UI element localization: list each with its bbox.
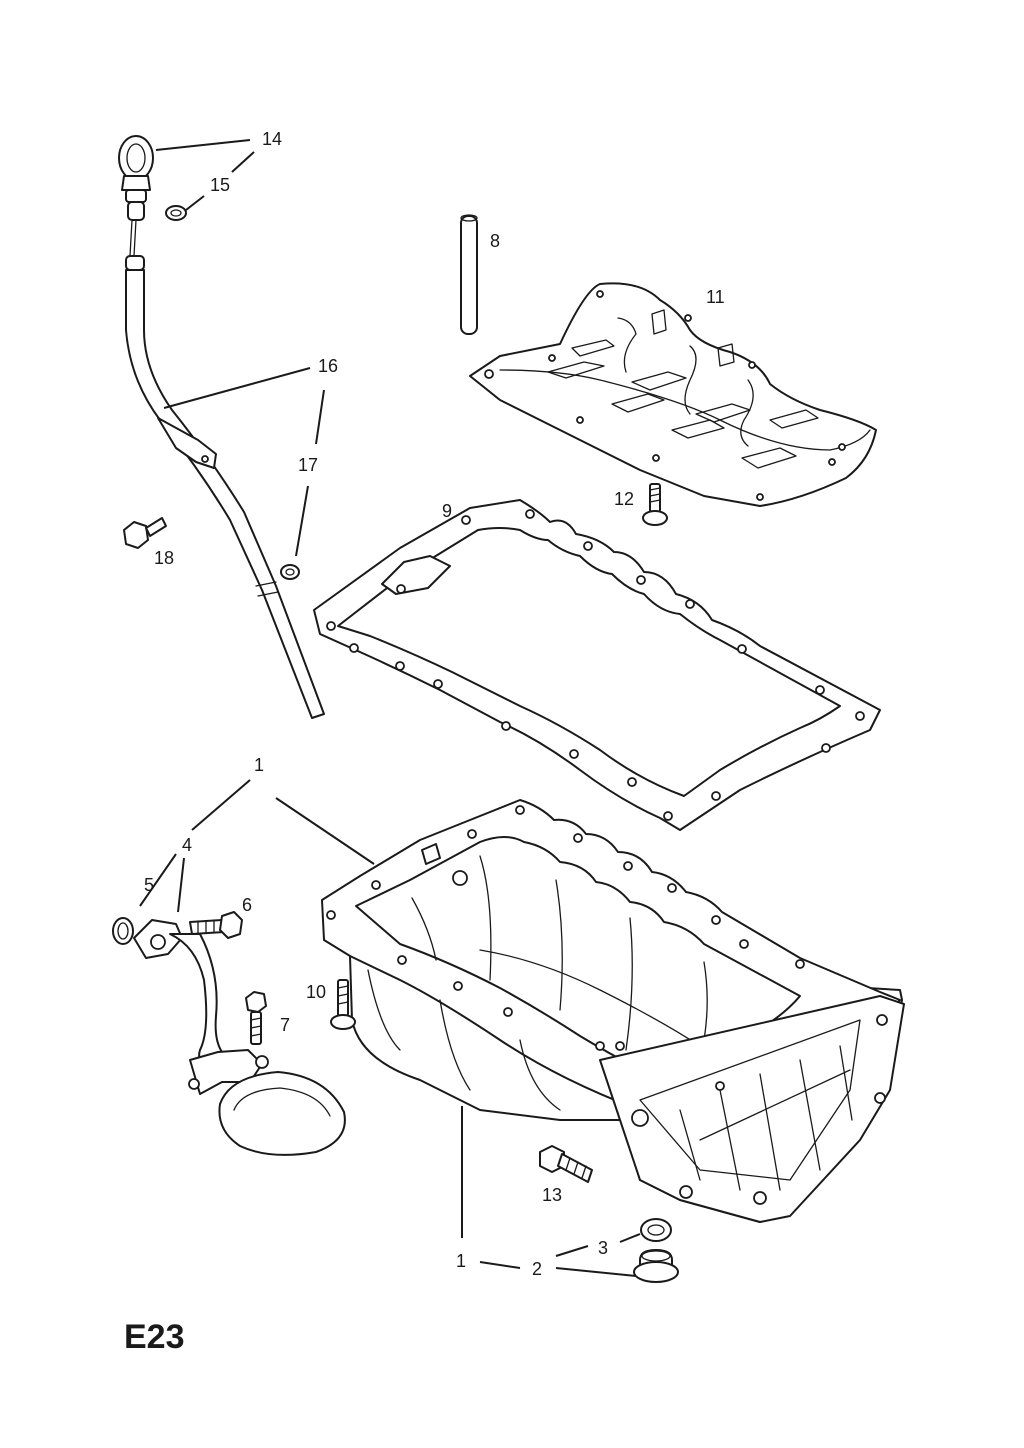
callout-11: 11 — [706, 287, 725, 307]
bolt-6 — [189, 911, 243, 939]
oil-pan-gasket — [313, 499, 881, 831]
callouts: 14 15 8 11 16 17 12 9 18 1 4 5 6 10 7 13… — [144, 129, 725, 1279]
bolt-10 — [330, 979, 356, 1030]
drain-plug — [633, 1249, 679, 1283]
bolt-7 — [245, 991, 267, 1045]
callout-17: 17 — [298, 455, 318, 475]
dipstick-tube — [125, 255, 325, 719]
bolt-13 — [539, 1145, 593, 1183]
bolt-18 — [123, 517, 167, 549]
dowel-tube-8 — [460, 214, 478, 335]
callout-4: 4 — [182, 835, 192, 855]
callout-15: 15 — [210, 175, 230, 195]
oil-pickup-pipe — [133, 919, 346, 1156]
leader-lines — [139, 139, 641, 1277]
callout-12: 12 — [614, 489, 634, 509]
seal-ring-5 — [112, 917, 134, 945]
diagram-page-code: E23 — [124, 1318, 185, 1356]
callout-8: 8 — [490, 231, 500, 251]
callout-13: 13 — [542, 1185, 562, 1205]
callout-10: 10 — [306, 982, 326, 1002]
callout-2: 2 — [532, 1259, 542, 1279]
dipstick-handle — [118, 135, 154, 257]
callout-5: 5 — [144, 875, 154, 895]
baffle-plate — [469, 282, 877, 507]
callout-18: 18 — [154, 548, 174, 568]
seal-ring-15 — [165, 205, 187, 221]
drain-plug-washer — [640, 1218, 672, 1242]
callout-7: 7 — [280, 1015, 290, 1035]
bolt-12 — [642, 483, 668, 526]
callout-14: 14 — [262, 129, 282, 149]
callout-16: 16 — [318, 356, 338, 376]
callout-6: 6 — [242, 895, 252, 915]
callout-9: 9 — [442, 501, 452, 521]
seal-ring-17 — [280, 564, 300, 580]
oil-pan — [321, 799, 905, 1223]
callout-3: 3 — [598, 1238, 608, 1258]
callout-1-lower: 1 — [456, 1251, 466, 1271]
callout-1-upper: 1 — [254, 755, 264, 775]
